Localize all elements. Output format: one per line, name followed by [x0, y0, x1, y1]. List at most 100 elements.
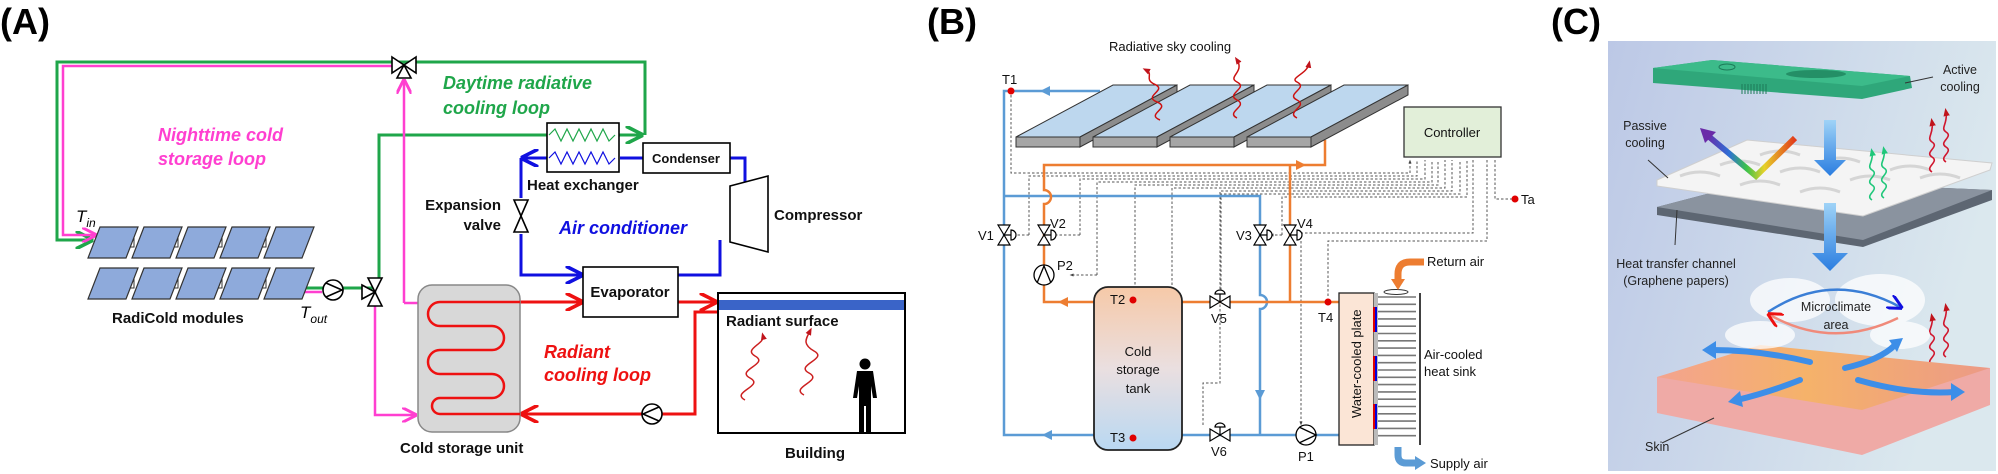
cold-storage-unit — [417, 284, 521, 433]
sky-panel-front — [1169, 136, 1235, 148]
microclimate-label-1: Microclimate — [1801, 300, 1871, 314]
compressor-icon — [729, 174, 769, 254]
heat-transfer-leader — [1674, 209, 1678, 246]
heat-sink-label-2: heat sink — [1424, 364, 1477, 379]
pump-icon[interactable] — [322, 279, 344, 301]
sky-panel-side — [1310, 84, 1409, 148]
valve-v4-icon[interactable] — [1282, 224, 1303, 246]
t-in-label: Tin — [76, 207, 96, 230]
radiant-loop-pipes — [520, 302, 718, 414]
active-cooling-label-1: Active — [1943, 63, 1977, 77]
active-cooling-device — [1653, 60, 1934, 99]
heat-sink-label-1: Air-cooled — [1424, 347, 1483, 362]
cold-storage-tank — [1093, 286, 1183, 451]
heating-strip — [1373, 307, 1375, 332]
radicold-module-panel — [87, 267, 139, 300]
heat-flow-down-arrows — [1812, 120, 1848, 271]
supply-air-arrowhead — [1415, 456, 1426, 470]
building — [717, 292, 906, 434]
reflection-arrowhead — [1700, 128, 1716, 143]
panel-c-label: (C) — [1551, 1, 1601, 42]
evaporator-label: Evaporator — [590, 284, 669, 301]
air-conditioner-label: Air conditioner — [558, 218, 688, 238]
panel-a-label: (A) — [0, 1, 50, 42]
water-cooled-plate-label: Water-cooled plate — [1349, 309, 1364, 418]
fan-icon — [1383, 289, 1409, 295]
panel-a: (A) — [0, 1, 906, 462]
cold-storage-label: Cold storage unit — [400, 440, 523, 457]
radiant-surface-label: Radiant surface — [726, 313, 839, 330]
v5-label: V5 — [1211, 311, 1227, 326]
valve-v1-icon[interactable] — [996, 224, 1017, 246]
air-conditioner-pipes — [519, 158, 747, 275]
tank-label-3: tank — [1126, 381, 1151, 396]
condenser-box — [642, 142, 731, 174]
radicold-module-panel — [175, 226, 227, 259]
valve-v5-icon[interactable] — [1209, 289, 1231, 310]
expansion-label-1: Expansion — [425, 197, 501, 214]
valve-v6-icon[interactable] — [1209, 422, 1231, 443]
t-out-label: Tout — [300, 303, 328, 326]
air-cooled-heat-sink — [1378, 293, 1421, 445]
t2-label: T2 — [1110, 292, 1125, 307]
controller-label: Controller — [1424, 125, 1481, 140]
airflow-arrowheads — [1702, 338, 1965, 407]
control-wiring — [1010, 95, 1512, 439]
pump-p1-icon[interactable] — [1295, 424, 1318, 446]
sky-panel-front — [1246, 136, 1312, 148]
passive-cooling-leader — [1647, 159, 1669, 179]
reflection-arrow-icon — [1705, 132, 1798, 181]
radicold-module-panel — [131, 267, 183, 300]
t4-label: T4 — [1318, 310, 1333, 325]
evaporator-box — [582, 266, 679, 318]
nighttime-loop-label-2: storage loop — [158, 149, 266, 169]
return-air-label: Return air — [1427, 254, 1485, 269]
sky-panel-front — [1092, 136, 1158, 148]
valve-v2-icon[interactable] — [1036, 224, 1057, 246]
emission-wave-icons — [1868, 108, 1950, 366]
three-way-valve-bottom[interactable] — [361, 277, 384, 307]
v1-label: V1 — [978, 228, 994, 243]
radiant-pump-icon[interactable] — [641, 403, 663, 425]
passive-cooling-label-1: Passive — [1623, 119, 1667, 133]
heating-strip — [1375, 404, 1377, 429]
pump-p2-icon[interactable] — [1033, 264, 1055, 286]
panel-b: (B) Radiative sky cooling — [927, 1, 1536, 471]
radicold-module-panel — [131, 226, 183, 259]
radicold-module-panel — [263, 267, 315, 300]
valve-v3-icon[interactable] — [1252, 224, 1273, 246]
temperature-sensors — [1007, 87, 1519, 442]
valves — [996, 224, 1303, 443]
panel-b-label: (B) — [927, 1, 977, 42]
condenser-label: Condenser — [652, 151, 720, 166]
heat-exchanger — [546, 122, 620, 173]
skin-label: Skin — [1645, 440, 1669, 454]
microclimate-warm-arrow — [1770, 315, 1899, 335]
modules-label: RadiCold modules — [112, 310, 244, 327]
radiative-sky-cooling-label: Radiative sky cooling — [1109, 39, 1231, 54]
supply-air-label: Supply air — [1430, 456, 1488, 471]
expansion-valve-icon — [512, 199, 530, 233]
three-way-valve-top[interactable] — [391, 55, 417, 79]
sky-cooling-panels — [1015, 84, 1409, 148]
t3-label: T3 — [1110, 430, 1125, 445]
return-air-arrow — [1394, 258, 1424, 280]
passive-cooling-fabric — [1656, 139, 1993, 217]
passive-cooling-label-2: cooling — [1625, 136, 1665, 150]
microclimate-label-2: area — [1823, 318, 1848, 332]
radiation-wave-icons — [1142, 56, 1312, 121]
nighttime-loop-pipes — [61, 64, 418, 415]
return-air-arrowhead — [1391, 279, 1405, 290]
radicold-module-panel — [87, 226, 139, 259]
radicold-module-panel — [175, 267, 227, 300]
tank-label-1: Cold — [1125, 344, 1152, 359]
expansion-label-2: valve — [463, 217, 501, 234]
p2-label: P2 — [1057, 258, 1073, 273]
t1-label: T1 — [1002, 72, 1017, 87]
radicold-module-panel — [263, 226, 315, 259]
person-icon — [853, 358, 877, 432]
skin-leader — [1661, 417, 1715, 444]
controller-box — [1403, 106, 1502, 158]
panel-c: (C) Active cooling Passive cooling Heat … — [1551, 1, 1996, 471]
